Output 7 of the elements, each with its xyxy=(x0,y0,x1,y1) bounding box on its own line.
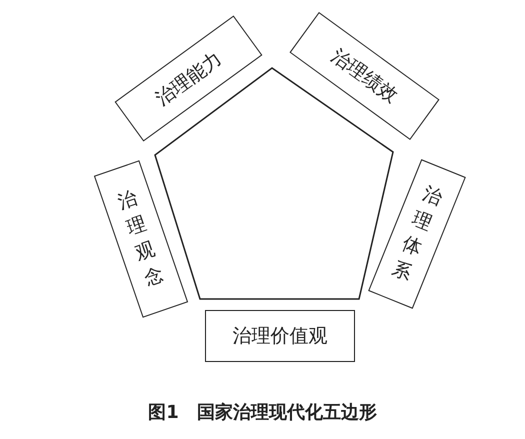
box-label: 治理价值观 xyxy=(232,324,328,349)
box-label: 治理观念 xyxy=(114,186,168,292)
box-label: 治理绩效 xyxy=(326,44,402,109)
text-box xyxy=(205,310,355,362)
box-label: 治理能力 xyxy=(150,46,226,111)
figure-caption: 图1 国家治理现代化五边形 xyxy=(148,402,377,423)
box-label: 治理体系 xyxy=(388,181,446,287)
